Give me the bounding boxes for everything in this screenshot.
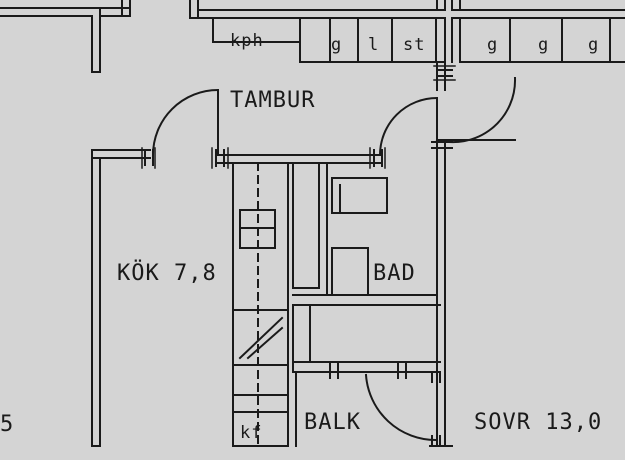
- label-l: l: [368, 35, 380, 55]
- door-arcs: [151, 76, 517, 442]
- edge-number-label: 5: [0, 412, 15, 437]
- top-right-cabinets: [451, 0, 625, 63]
- balcony-walls: [295, 361, 453, 447]
- room-label-balk: BALK: [304, 410, 361, 435]
- label-kf: kf: [240, 423, 263, 443]
- label-kph: kph: [230, 31, 264, 51]
- room-label-tambur: TAMBUR: [230, 88, 316, 113]
- bathroom-fixtures: [292, 162, 441, 373]
- top-left-walls: [0, 0, 131, 73]
- label-g1: g: [331, 35, 343, 55]
- room-label-sovr: SOVR 13,0: [474, 410, 603, 435]
- label-g3: g: [538, 35, 550, 55]
- label-g2: g: [487, 35, 499, 55]
- top-cabinet-row: [189, 0, 446, 63]
- label-g4: g: [588, 35, 600, 55]
- wall-ticks: [141, 65, 456, 169]
- label-st: st: [403, 35, 426, 55]
- tambur-right-partition: [436, 61, 453, 91]
- kitchen-counter: [232, 162, 289, 447]
- room-label-kok: KÖK 7,8: [117, 261, 217, 286]
- room-label-bad: BAD: [373, 261, 416, 286]
